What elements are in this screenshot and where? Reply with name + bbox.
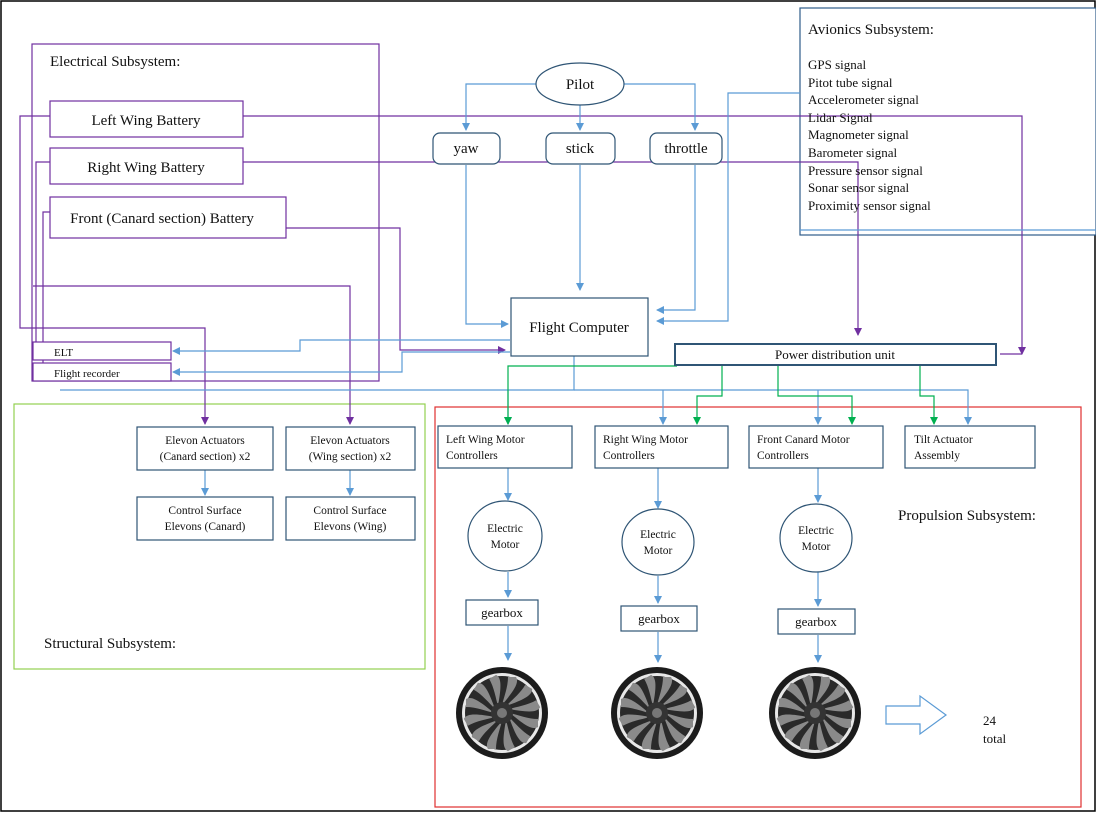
- left-wing-battery-label: Left Wing Battery: [91, 113, 201, 129]
- throttle-label: throttle: [664, 141, 708, 157]
- power-distribution-unit-box: [674, 343, 997, 366]
- fan-total-number: 24: [983, 713, 997, 728]
- elevon-actuators-canard-box: [136, 426, 274, 471]
- avionics-signal-item: GPS signal: [808, 57, 867, 72]
- electrical-power-wiring: [19, 115, 1026, 425]
- total-arrow-icon: [885, 694, 948, 736]
- electrical-subsystem-title: Electrical Subsystem:: [50, 54, 180, 70]
- avionics-signal-item: Sonar sensor signal: [808, 180, 909, 195]
- right-electric-motor-line2: Motor: [644, 545, 673, 557]
- control-surface-wing-box: [285, 496, 416, 541]
- control-surface-canard-line1: Control Surface: [168, 505, 241, 517]
- elevon-actuators-canard-line2: (Canard section) x2: [160, 451, 251, 463]
- avionics-subsystem-box: [799, 7, 1096, 236]
- structural-subsystem-title: Structural Subsystem:: [44, 636, 176, 652]
- power-distribution-unit-label: Power distribution unit: [775, 347, 895, 362]
- left-electric-motor: [467, 500, 543, 572]
- avionics-signal-item: Accelerometer signal: [808, 92, 919, 107]
- front-battery-box: [49, 196, 287, 239]
- flight-computer-label: Flight Computer: [529, 320, 629, 336]
- avionics-signal-item: Magnometer signal: [808, 127, 909, 142]
- signal-wiring: [60, 83, 1096, 663]
- flight-computer-box: [510, 297, 649, 357]
- control-surface-canard-line2: Elevons (Canard): [165, 521, 246, 533]
- avionics-signal-item: Proximity sensor signal: [808, 198, 931, 213]
- right-electric-motor-line1: Electric: [640, 529, 676, 541]
- elevon-actuators-wing-box: [285, 426, 416, 471]
- left-wing-motor-controllers-line2: Controllers: [446, 450, 498, 462]
- left-gearbox-label: gearbox: [481, 605, 523, 620]
- power-distribution-wiring: [504, 365, 938, 425]
- avionics-signal-item: Pressure sensor signal: [808, 163, 923, 178]
- right-wing-motor-controllers-line1: Right Wing Motor: [603, 434, 688, 446]
- stick-node: [545, 132, 616, 165]
- right-wing-motor-controllers-line2: Controllers: [603, 450, 655, 462]
- left-wing-motor-controllers-line1: Left Wing Motor: [446, 434, 525, 446]
- left-electric-motor-line2: Motor: [491, 539, 520, 551]
- elevon-actuators-canard-line1: Elevon Actuators: [165, 435, 245, 447]
- elt-label: ELT: [54, 347, 73, 359]
- left-wing-battery-box: [49, 100, 244, 138]
- pilot-node: [535, 62, 625, 106]
- left-wing-motor-controllers-box: [437, 425, 573, 469]
- front-battery-label: Front (Canard section) Battery: [70, 211, 254, 227]
- avionics-subsystem-title: Avionics Subsystem:: [808, 22, 934, 38]
- right-ducted-fan-icon: [611, 667, 703, 759]
- control-surface-canard-box: [136, 496, 274, 541]
- front-electric-motor-line2: Motor: [802, 541, 831, 553]
- elevon-actuators-wing-line1: Elevon Actuators: [310, 435, 390, 447]
- elt-box: [32, 341, 172, 361]
- pilot-label: Pilot: [566, 77, 595, 93]
- propulsion-subsystem-box: [434, 406, 1082, 808]
- structural-subsystem-box: [13, 403, 426, 670]
- control-surface-wing-line1: Control Surface: [313, 505, 386, 517]
- stick-label: stick: [566, 141, 595, 157]
- front-gearbox-label: gearbox: [795, 614, 837, 629]
- control-surface-wing-line2: Elevons (Wing): [314, 521, 387, 533]
- flight-recorder-label: Flight recorder: [54, 368, 120, 380]
- avionics-signal-item: Lidar Signal: [808, 110, 873, 125]
- front-canard-motor-controllers-box: [748, 425, 884, 469]
- avionics-signal-item: Pitot tube signal: [808, 75, 893, 90]
- yaw-label: yaw: [454, 141, 479, 157]
- front-canard-motor-controllers-line1: Front Canard Motor: [757, 434, 850, 446]
- fan-total-word: total: [983, 731, 1006, 746]
- tilt-actuator-line2: Assembly: [914, 450, 960, 462]
- throttle-node: [649, 132, 723, 165]
- right-wing-battery-label: Right Wing Battery: [87, 160, 205, 176]
- yaw-node: [432, 132, 501, 165]
- front-electric-motor-line1: Electric: [798, 525, 834, 537]
- front-gearbox-box: [777, 608, 856, 635]
- front-ducted-fan-icon: [769, 667, 861, 759]
- avionics-signal-item: Barometer signal: [808, 145, 898, 160]
- left-gearbox-box: [465, 599, 539, 626]
- propulsion-subsystem-title: Propulsion Subsystem:: [898, 508, 1036, 524]
- left-ducted-fan-icon: [456, 667, 548, 759]
- right-wing-motor-controllers-box: [594, 425, 729, 469]
- right-gearbox-box: [620, 605, 698, 632]
- tilt-actuator-line1: Tilt Actuator: [914, 434, 973, 446]
- front-canard-motor-controllers-line2: Controllers: [757, 450, 809, 462]
- flight-recorder-box: [32, 362, 172, 382]
- right-gearbox-label: gearbox: [638, 611, 680, 626]
- right-wing-battery-box: [49, 147, 244, 185]
- elevon-actuators-wing-line2: (Wing section) x2: [309, 451, 392, 463]
- front-electric-motor: [779, 503, 853, 573]
- avionics-signal-list: GPS signal Pitot tube signal Acceleromet…: [808, 57, 931, 213]
- left-electric-motor-line1: Electric: [487, 523, 523, 535]
- right-electric-motor: [621, 508, 695, 576]
- tilt-actuator-assembly-box: [904, 425, 1036, 469]
